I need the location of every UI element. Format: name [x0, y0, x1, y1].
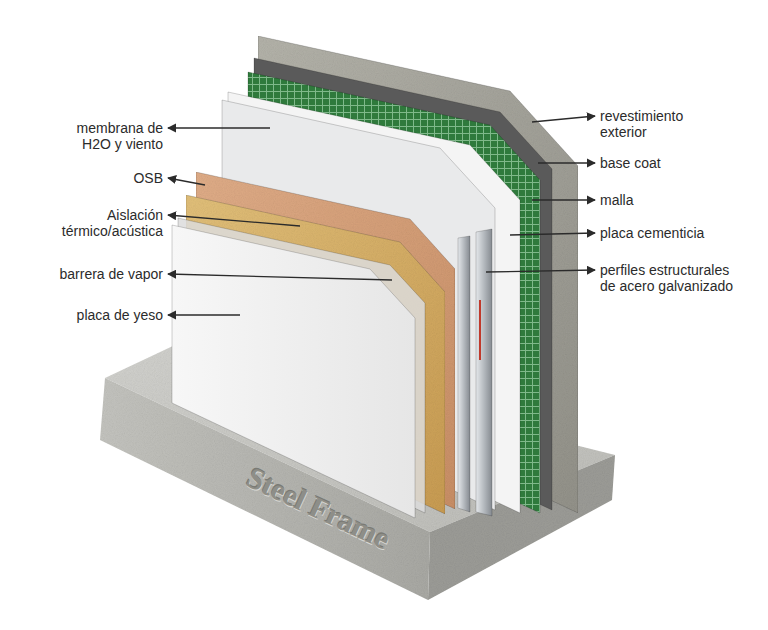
- leader-line: [168, 314, 240, 315]
- stud-marking: [479, 300, 481, 360]
- part-label: placa de yeso: [43, 307, 163, 323]
- part-label: Aislación térmico/acústica: [53, 207, 163, 239]
- wall-layers: [172, 36, 578, 518]
- steel-stud: [458, 236, 470, 512]
- part-label: perfiles estructurales de acero galvaniz…: [600, 262, 748, 294]
- leader-line: [532, 199, 595, 200]
- part-label: OSB: [63, 170, 163, 186]
- part-label: placa cementicia: [600, 225, 750, 241]
- leader-line: [168, 127, 270, 128]
- leader-line: [168, 274, 392, 280]
- leader-lines: [168, 116, 595, 315]
- part-label: base coat: [600, 155, 750, 171]
- leader-line: [168, 178, 205, 185]
- leader-line: [532, 116, 595, 122]
- part-label: revestimiento exterior: [600, 108, 710, 140]
- leader-line: [168, 215, 300, 226]
- leader-line: [510, 233, 595, 235]
- gypsum-board-layer: [172, 225, 415, 518]
- leader-line: [538, 162, 595, 163]
- part-label: membrana de H2O y viento: [63, 120, 163, 152]
- part-label: malla: [600, 192, 750, 208]
- part-label: barrera de vapor: [43, 266, 163, 282]
- leader-line: [486, 270, 595, 272]
